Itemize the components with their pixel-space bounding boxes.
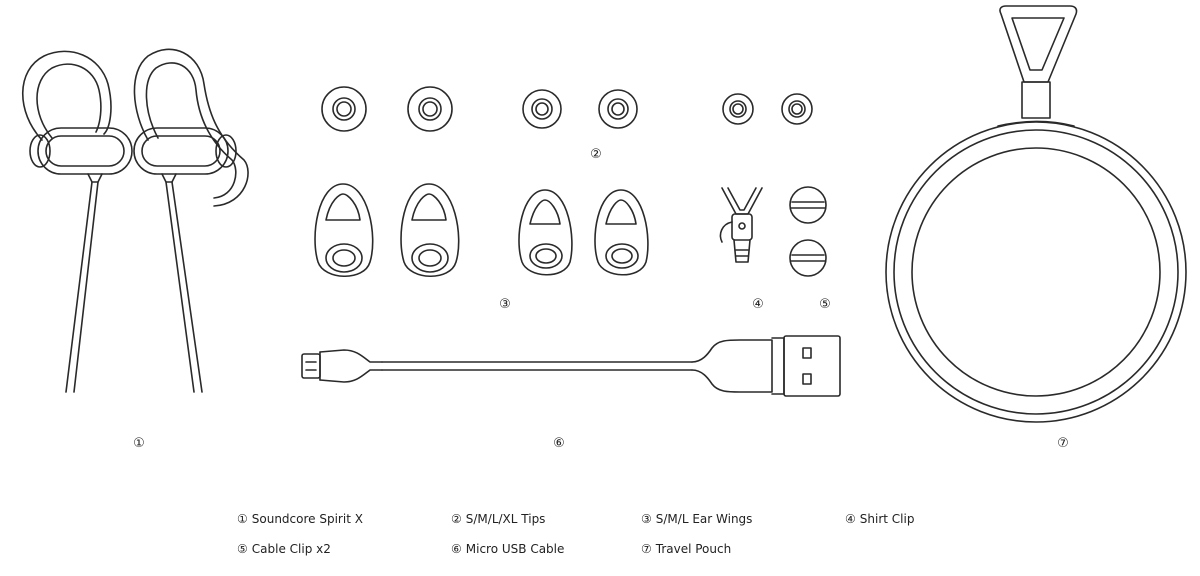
- earphones-illustration: [22, 48, 249, 393]
- legend-label: Micro USB Cable: [465, 542, 565, 556]
- legend-label: Travel Pouch: [655, 542, 732, 556]
- legend-label: Shirt Clip: [859, 512, 915, 526]
- marker-4: ④: [752, 297, 764, 312]
- legend-number: ⑤: [237, 542, 248, 556]
- micro-usb-cable-illustration: [301, 335, 841, 397]
- legend-label: Cable Clip x2: [251, 542, 331, 556]
- ear-wings-illustration: [314, 183, 649, 277]
- shirt-clip-illustration: [719, 187, 763, 263]
- marker-2: ②: [590, 147, 602, 162]
- legend-number: ④: [845, 512, 856, 526]
- legend-label: S/M/L Ear Wings: [655, 512, 753, 526]
- cable-clips-illustration: [789, 186, 827, 277]
- legend-number: ②: [451, 512, 462, 526]
- travel-pouch-illustration: [885, 5, 1187, 423]
- legend-number: ⑥: [451, 542, 462, 556]
- ear-tips-illustration: [321, 86, 813, 132]
- legend-number: ③: [641, 512, 652, 526]
- marker-1: ①: [133, 436, 145, 451]
- marker-6: ⑥: [553, 436, 565, 451]
- legend-label: S/M/L/XL Tips: [465, 512, 546, 526]
- marker-7: ⑦: [1057, 436, 1069, 451]
- legend-label: Soundcore Spirit X: [251, 512, 363, 526]
- legend-number: ①: [237, 512, 248, 526]
- marker-5: ⑤: [819, 297, 831, 312]
- marker-3: ③: [499, 297, 511, 312]
- legend-number: ⑦: [641, 542, 652, 556]
